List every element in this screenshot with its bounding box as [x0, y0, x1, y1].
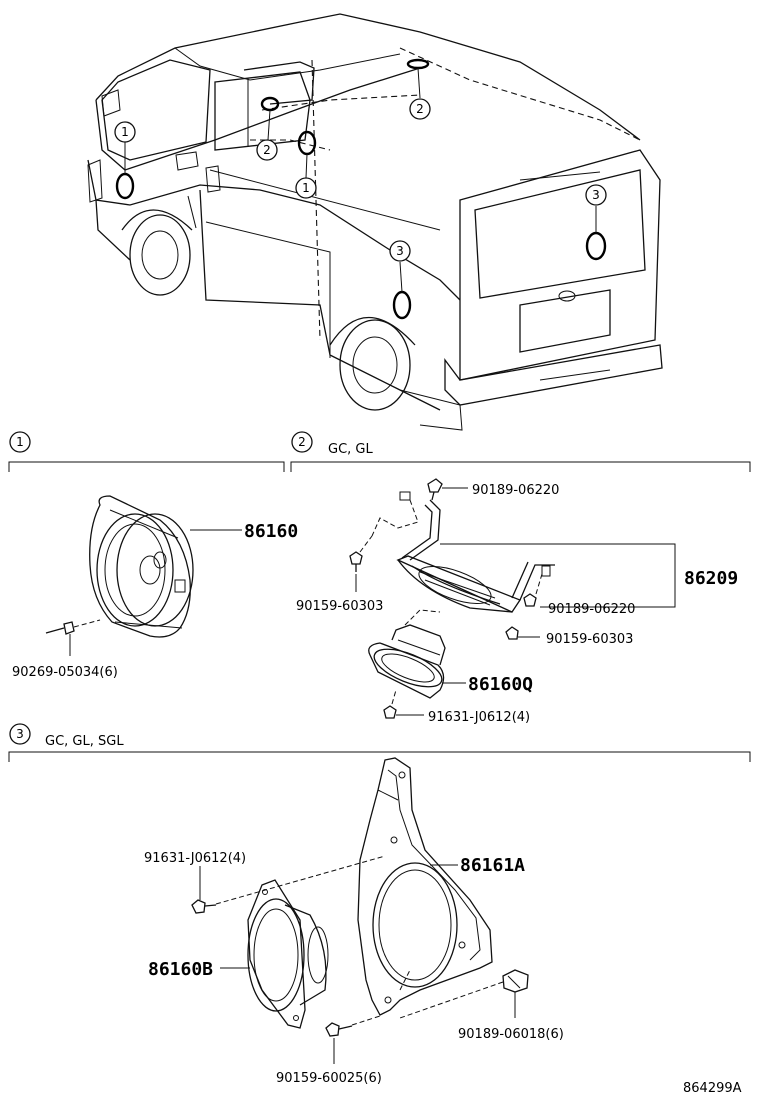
- svg-text:1: 1: [16, 435, 24, 449]
- svg-text:3: 3: [592, 188, 600, 202]
- clip-90189-06018: [399, 969, 529, 1019]
- callout-van-1b: 1: [295, 177, 317, 199]
- part-86160Q: 86160Q: [468, 674, 533, 695]
- part-90189-06018: 90189-06018(6): [458, 1027, 564, 1042]
- part-86161A: 86161A: [460, 855, 525, 876]
- part-90269-05034: 90269-05034(6): [12, 665, 118, 680]
- callout-van-3a: 3: [389, 240, 411, 262]
- bracket-86209-callout: [440, 543, 676, 608]
- van-illustration: [87, 13, 663, 431]
- section-2-header: 2 GC, GL: [290, 431, 751, 472]
- svg-text:3: 3: [396, 244, 404, 258]
- part-86160B: 86160B: [148, 959, 213, 980]
- speaker-location-back-door: [585, 231, 607, 261]
- section-2-note: GC, GL: [328, 442, 373, 457]
- svg-text:1: 1: [302, 181, 310, 195]
- svg-text:2: 2: [298, 435, 306, 449]
- callout-van-3b: 3: [585, 184, 607, 206]
- screw-91631-J0612-top: [383, 689, 424, 719]
- bracket-86161a-drawing: [357, 757, 493, 1016]
- part-86160: 86160: [244, 521, 298, 542]
- section-3-note: GC, GL, SGL: [45, 734, 124, 749]
- callout-van-1a: 1: [114, 121, 136, 143]
- svg-text:2: 2: [416, 102, 424, 116]
- figure-code: 864299A: [683, 1081, 742, 1096]
- speaker-86160-drawing: [89, 495, 194, 638]
- section-1-header: 1: [8, 431, 285, 472]
- screw-91631-J0612-bottom: [191, 855, 386, 914]
- section-3-header: 3 GC, GL, SGL: [8, 723, 751, 762]
- callout-van-2b: 2: [409, 98, 431, 120]
- part-90189-06220-right: 90189-06220: [548, 602, 635, 617]
- speaker-location-roof: [406, 58, 430, 70]
- screw-90269: [45, 619, 101, 656]
- part-90189-06220-top: 90189-06220: [472, 483, 559, 498]
- screw-90159-60303-right: [505, 626, 540, 640]
- part-90159-60303-left: 90159-60303: [296, 599, 383, 614]
- part-90159-60303-right: 90159-60303: [546, 632, 633, 647]
- part-86209: 86209: [684, 568, 738, 589]
- speaker-location-side-panel: [392, 290, 412, 320]
- speaker-location-front-door: [115, 172, 135, 200]
- svg-text:1: 1: [121, 125, 129, 139]
- screw-90189-06220-right: [523, 573, 543, 607]
- part-90159-60025: 90159-60025(6): [276, 1071, 382, 1086]
- svg-text:3: 3: [16, 727, 24, 741]
- speaker-86160q-drawing: [368, 609, 446, 699]
- callout-van-2a: 2: [256, 139, 278, 161]
- screw-90189-06220-top: [427, 478, 468, 501]
- screw-90159-60303-left: [349, 535, 373, 592]
- part-91631-J0612-bottom: 91631-J0612(4): [144, 851, 246, 866]
- svg-text:2: 2: [263, 143, 271, 157]
- bracket-86209-drawing: [371, 491, 555, 613]
- part-91631-J0612-top: 91631-J0612(4): [428, 710, 530, 725]
- speaker-86160b-drawing: [247, 879, 329, 1029]
- bolt-90159-60025: [325, 1015, 381, 1064]
